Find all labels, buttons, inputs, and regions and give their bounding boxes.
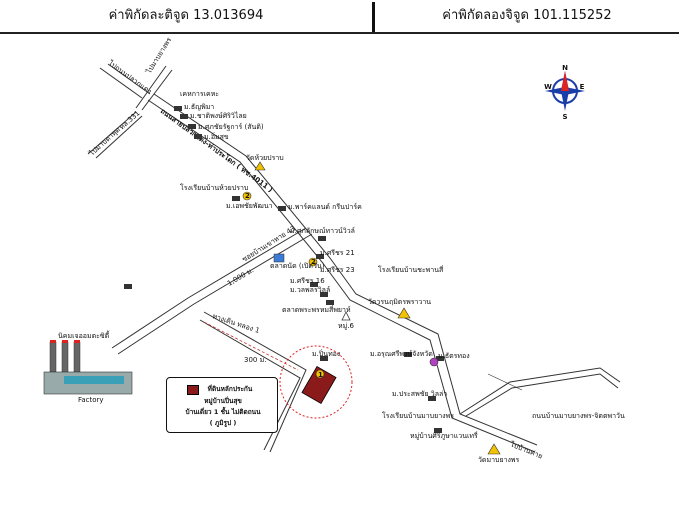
place-market: ตลาดนัด (เปิดวัน) [270, 262, 325, 270]
compass-n: N [562, 64, 568, 72]
place-p2: ม.ชาติพงษ์ศิริวิไลย [190, 111, 247, 120]
road-label-soi: ซอยบ้านเขาหาย 43 [241, 225, 297, 264]
place-temple1: วัดห้วยปราบ [246, 154, 284, 162]
latitude-text: ค่าพิกัดละติจูด 13.013694 [108, 8, 264, 23]
location-map[interactable]: N S W E ไปถนนปลวกแดง ไปมาบยางพร ไปมาบตาพ… [0, 34, 679, 510]
place-p5: ม.เอพชัยพัฒนา [226, 202, 273, 210]
distance-1000: 1,000 ม. [226, 266, 255, 287]
header-divider [372, 2, 375, 32]
property-marker-num: 1 [318, 371, 323, 379]
place-p7: ม.ศุภลักษณ์ทาวน์วิวล์ [290, 227, 355, 235]
temple-icon [254, 161, 501, 455]
place-p13: ม.อรุณศรีพงษ์จังหวัด [370, 350, 433, 358]
place-school2: โรงเรียนบ้านชะพานสี่ [378, 265, 444, 274]
factory-icon [43, 340, 133, 395]
legend-line3: บ้านเดี่ยว 1 ชั้น ไม่ติดถนน [185, 408, 261, 416]
place-temple2: วัดวรนฤมิตรพราวาน [368, 298, 431, 306]
side-tick [487, 373, 523, 391]
place-p6: ม.พาร์คแลนด์ กรีนปาร์ค [288, 203, 362, 211]
legend-line4: ( ภูมิรูป ) [209, 419, 237, 427]
property-parcel[interactable] [301, 365, 337, 405]
place-p14: ม.ธัตรทอง [438, 352, 470, 360]
compass-rose-icon: N S W E [544, 64, 585, 121]
school-icon [242, 191, 439, 367]
place-markers [124, 106, 444, 433]
road-label-right: ถนนบ้านมาบยางพร-จิตตพาวัน [532, 412, 625, 420]
legend-line2: หมู่บ้านปิ่นสุข [204, 397, 242, 405]
road-label-map-ta-phut: ไปมาบตาพุด [87, 125, 122, 158]
place-school3: โรงเรียนบ้านมาบยางพร [382, 411, 454, 420]
factory-name: นิคมเจออมตะซิตี้ [58, 329, 110, 340]
place-p15: ม.ประสพชัย วิลล่า [392, 390, 447, 398]
place-police: ตลาดพระพรหมสี่พยาห์ [282, 305, 351, 314]
place-temple3: วัดมาบยางพร [478, 456, 520, 464]
property-radius [279, 345, 353, 419]
place-p4: ม.อิ่มสุข [204, 132, 229, 141]
place-post: หมู่.6 [338, 322, 354, 330]
post-icon [341, 311, 351, 321]
place-p8: ม.ศรีชร 21 [320, 249, 355, 257]
place-p3: ม.ศุภชัยรัฐการ์ (สันติ) [198, 123, 264, 131]
place-community: เคหการเคหะ [180, 90, 219, 98]
property-marker-icon [315, 369, 325, 379]
legend-box: ที่ดินหลักประกัน หมู่บ้านปิ่นสุข บ้านเดี… [166, 377, 278, 433]
place-p9: ม.ศรีชร 16 [290, 277, 325, 285]
place-school1: โรงเรียนบ้านห้วยปราบ [180, 183, 248, 192]
road-label-map-yang: ไปมาบยางพร [144, 36, 174, 76]
longitude-text: ค่าพิกัดลองจิจูด 101.115252 [442, 8, 612, 23]
legend-line1: ที่ดินหลักประกัน [207, 385, 253, 393]
school-num-2: 2 [311, 258, 316, 266]
place-p11: ม.ศรีชร 23 [320, 266, 355, 274]
compass-e: E [580, 83, 585, 91]
legend-swatch [187, 385, 199, 395]
market-icon [273, 253, 285, 263]
school-num-1: 2 [245, 192, 250, 200]
factory-label: Factory [78, 396, 104, 404]
distance-300: 300 ม. [244, 356, 266, 364]
distance-line [203, 321, 299, 371]
place-p10: ม.วลพลรวิลล์ [290, 286, 330, 294]
compass-s: S [562, 113, 567, 121]
road-label-pluak-daeng: ไปถนนปลวกแดง [106, 58, 153, 96]
place-p12: ม.ปิ่นทอง [312, 349, 340, 358]
place-p1: ม.ธัญพิมา [184, 103, 214, 111]
survey-label: ทางเดิน ทลอง 1 [211, 312, 260, 335]
compass-w: W [544, 83, 552, 91]
coordinate-header: ค่าพิกัดละติจูด 13.013694 ค่าพิกัดลองจิจ… [0, 0, 679, 34]
place-p16: หมู่บ้านศิริภูษาแวนเทรี่ [410, 431, 478, 440]
